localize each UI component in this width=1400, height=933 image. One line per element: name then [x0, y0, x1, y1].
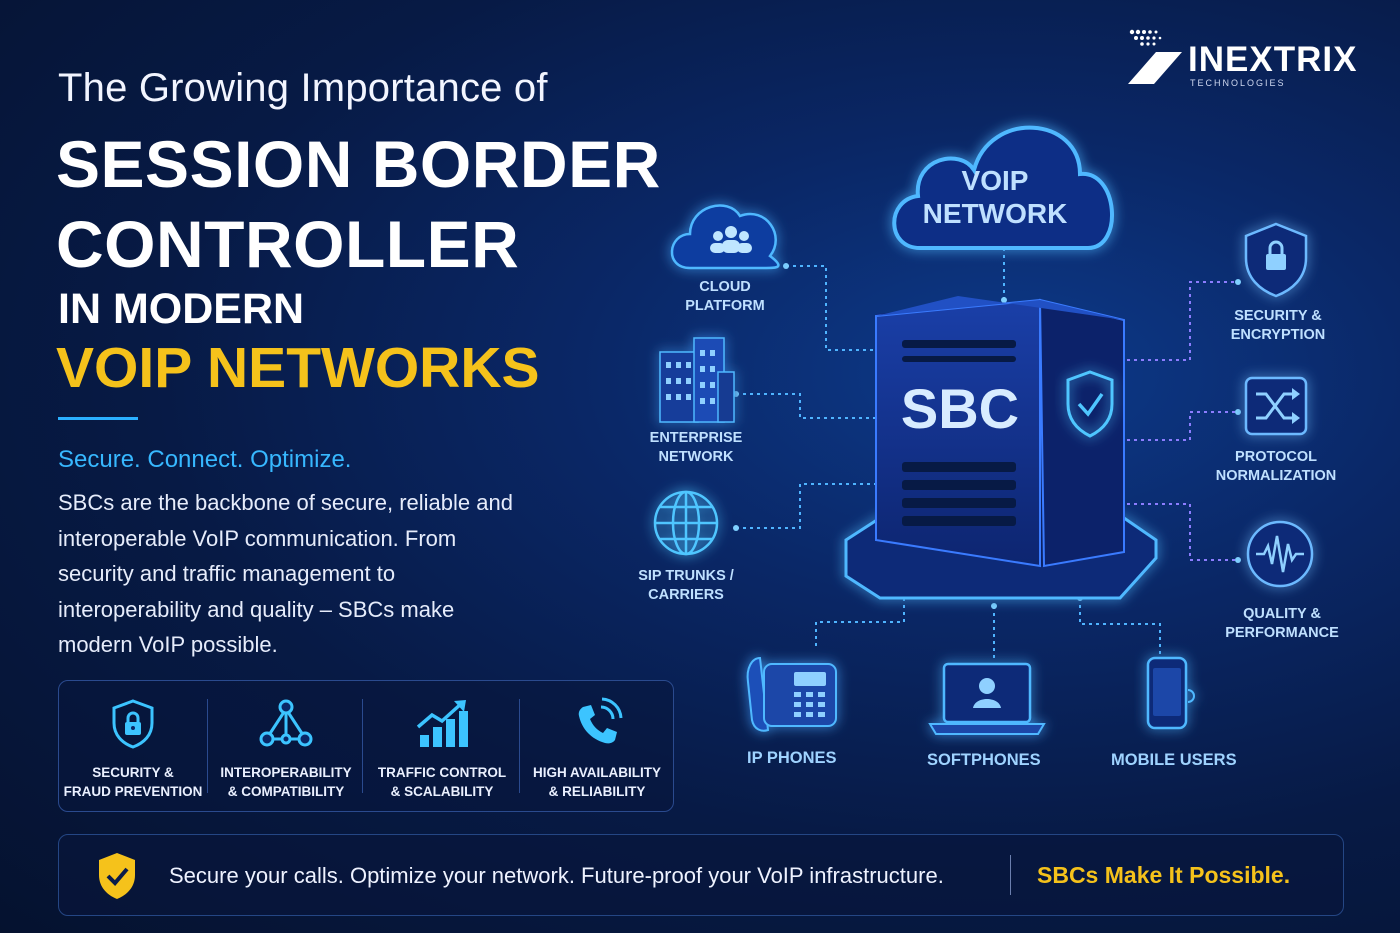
mobile-icon: [1146, 656, 1195, 730]
logo-name: INEXTRIX: [1188, 40, 1358, 79]
feature-divider: [207, 699, 208, 793]
feature-security: SECURITY & FRAUD PREVENTION: [59, 681, 207, 811]
footer-message: Secure your calls. Optimize your network…: [169, 863, 944, 888]
laptop-user-icon: [928, 662, 1046, 735]
cloud-users-icon: [670, 204, 780, 270]
users-glyph: [710, 226, 752, 253]
title-line-3: CONTROLLER: [56, 207, 520, 281]
waveform-icon: [1246, 520, 1314, 588]
feature-label: HIGH AVAILABILITY & RELIABILITY: [533, 765, 661, 799]
title-underline: [58, 417, 138, 420]
footer-cta: SBCs Make It Possible.: [1037, 862, 1291, 888]
diagram-label-enterprise-network: ENTERPRISE NETWORK: [649, 430, 743, 465]
diagram-label-cloud-platform: CLOUD PLATFORM: [685, 279, 765, 314]
title-line-1: The Growing Importance of: [58, 66, 548, 110]
diagram-label-ip-phones: IP PHONES: [747, 749, 837, 767]
desk-phone-icon: [746, 656, 837, 732]
growth-chart-icon: [416, 700, 468, 747]
network-nodes-icon: [259, 699, 313, 747]
feature-availability: HIGH AVAILABILITY & RELIABILITY: [521, 681, 673, 811]
logo-subtitle: TECHNOLOGIES: [1190, 78, 1286, 88]
feature-divider: [519, 699, 520, 793]
feature-label: SECURITY & FRAUD PREVENTION: [63, 765, 203, 799]
title-line-5: VOIP NETWORKS: [56, 336, 540, 400]
connector-lines: [736, 248, 1238, 660]
title-line-2: SESSION BORDER: [56, 127, 661, 201]
footer-banner: Secure your calls. Optimize your network…: [58, 834, 1344, 916]
feature-label: INTEROPERABILITY & COMPATIBILITY: [220, 765, 352, 799]
globe-icon: [653, 490, 719, 556]
diagram-label-security-encryption: SECURITY & ENCRYPTION: [1230, 308, 1326, 343]
phone-signal-icon: [578, 697, 623, 744]
diagram-label-softphones: SOFTPHONES: [927, 751, 1041, 769]
footer-divider: [1010, 855, 1011, 895]
feature-traffic: TRAFFIC CONTROL & SCALABILITY: [364, 681, 520, 811]
voip-cloud-icon: [892, 125, 1114, 250]
sbc-appliance: [844, 296, 1158, 600]
diagram-label-quality-performance: QUALITY & PERFORMANCE: [1225, 606, 1339, 641]
sbc-label: SBC: [900, 377, 1020, 440]
description: SBCs are the backbone of secure, reliabl…: [58, 490, 513, 657]
tagline: Secure. Connect. Optimize.: [58, 446, 352, 473]
shield-lock-icon: [112, 699, 154, 749]
lock-shield-icon: [1244, 222, 1308, 298]
shuffle-icon: [1244, 376, 1308, 436]
diagram-label-mobile-users: MOBILE USERS: [1111, 751, 1237, 769]
building-windows: [666, 350, 715, 404]
sbc-diagram: [653, 125, 1314, 735]
voip-network-label: VOIP NETWORK: [922, 165, 1068, 229]
feature-divider: [362, 699, 363, 793]
diagram-label-protocol-normalization: PROTOCOL NORMALIZATION: [1215, 449, 1337, 484]
feature-label: TRAFFIC CONTROL & SCALABILITY: [377, 765, 507, 799]
shield-check-icon: [99, 853, 135, 899]
title-line-4: IN MODERN: [58, 285, 305, 333]
building-icon: [659, 337, 735, 423]
features-panel: SECURITY & FRAUD PREVENTION INTEROPERABI…: [58, 680, 674, 812]
inextrix-logo-icon: [1128, 29, 1182, 84]
diagram-label-sip-trunks: SIP TRUNKS / CARRIERS: [638, 568, 734, 603]
feature-interoperability: INTEROPERABILITY & COMPATIBILITY: [209, 681, 363, 811]
sbc-shield-icon: [1066, 370, 1114, 438]
